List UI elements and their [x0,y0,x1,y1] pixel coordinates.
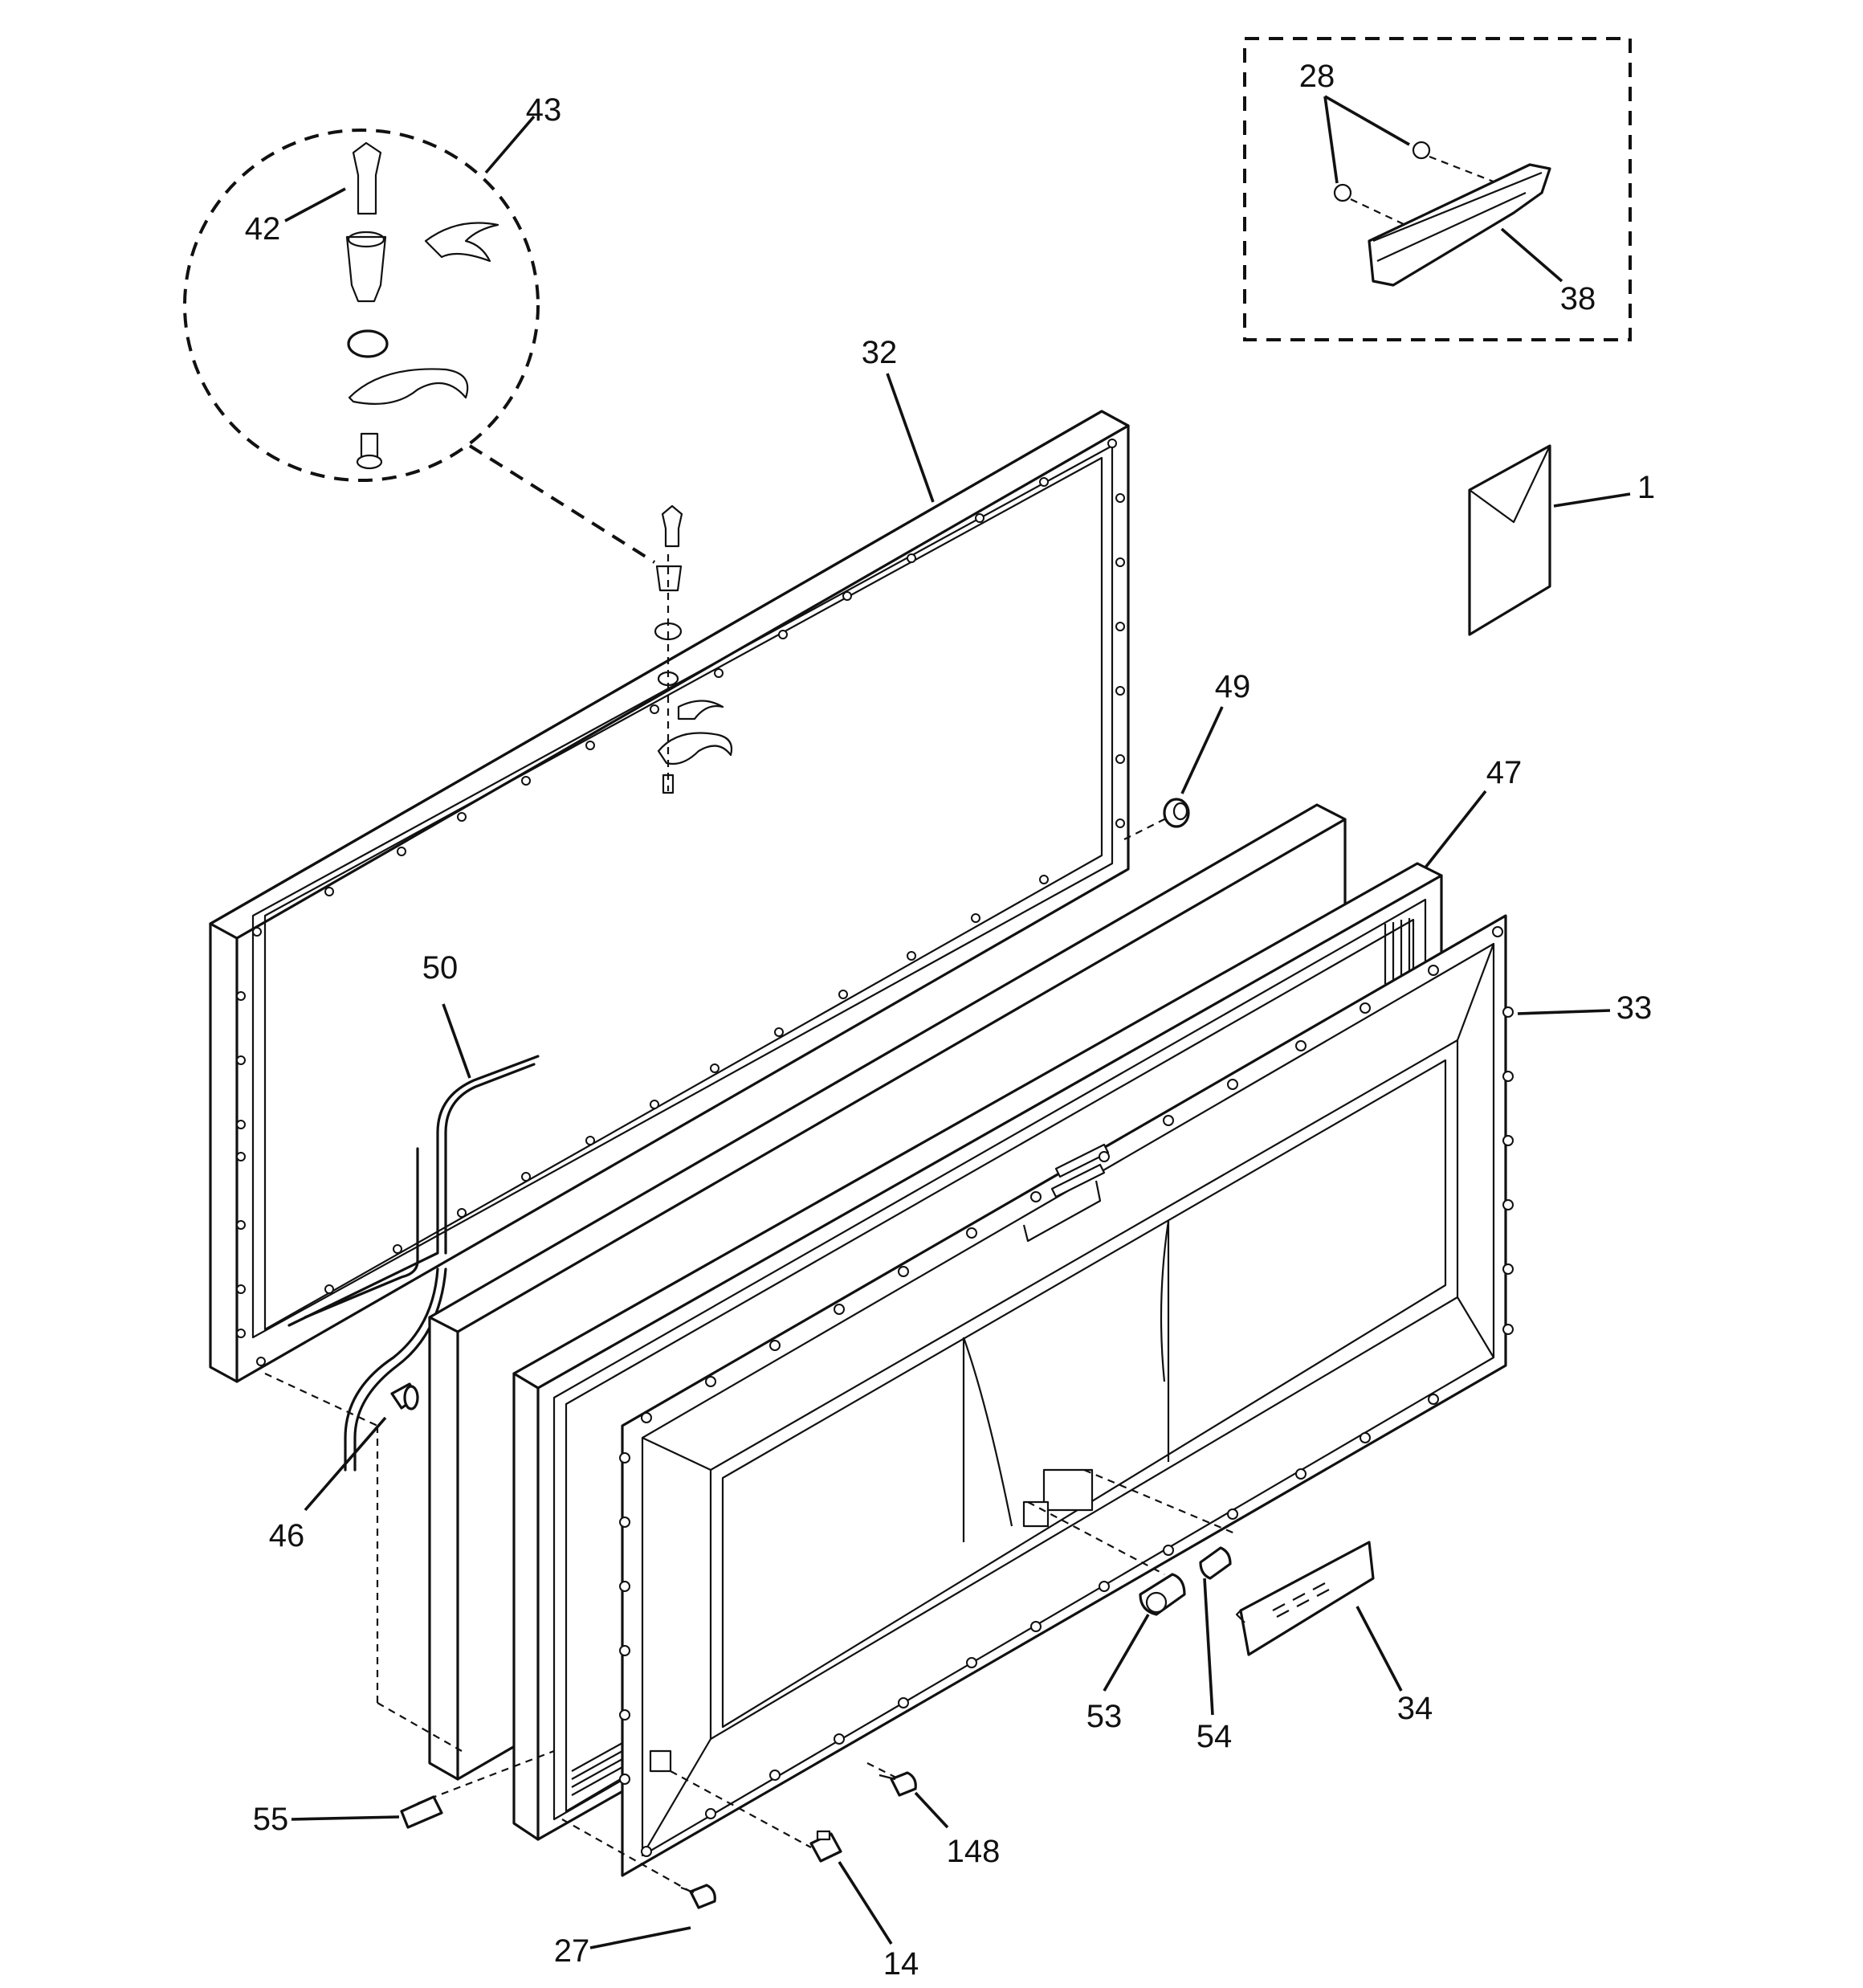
gasket-fold-bottom [571,1742,623,1796]
small-parts [390,798,1375,1909]
callout-55: 55 [253,1802,289,1837]
callout-43: 43 [526,92,562,128]
callout-148: 148 [947,1834,1001,1869]
callout-54: 54 [1196,1719,1233,1754]
callout-47: 47 [1486,755,1523,790]
callout-labels: 43 42 32 28 38 1 49 47 33 50 46 53 54 34… [245,59,1655,1982]
callout-38: 38 [1560,281,1596,316]
callout-42: 42 [245,211,281,247]
callout-14: 14 [883,1946,919,1982]
inner-liner-holes [619,926,1514,1857]
callout-1: 1 [1637,470,1655,505]
accessory-box [1243,37,1632,341]
callout-46: 46 [269,1518,305,1553]
assembly-phantom-lines [264,444,1237,1892]
callout-50: 50 [422,950,459,986]
lock-detail-circle [183,129,540,482]
outer-panel-holes [236,439,1125,1366]
door-outer-panel [209,410,1130,1383]
callout-28: 28 [1299,59,1335,94]
door-inner-liner [621,914,1507,1877]
latch-assembly-on-panel [654,504,733,794]
callout-33: 33 [1616,990,1653,1026]
callout-leaders [284,95,1631,1949]
callout-32: 32 [862,335,898,370]
callout-27: 27 [554,1933,590,1969]
callout-34: 34 [1397,1691,1433,1726]
callout-53: 53 [1086,1699,1123,1734]
heater-wire [287,1055,540,1472]
owners-manual-envelope [1468,444,1551,636]
callout-49: 49 [1215,669,1251,704]
vent-slots [1272,1582,1330,1618]
